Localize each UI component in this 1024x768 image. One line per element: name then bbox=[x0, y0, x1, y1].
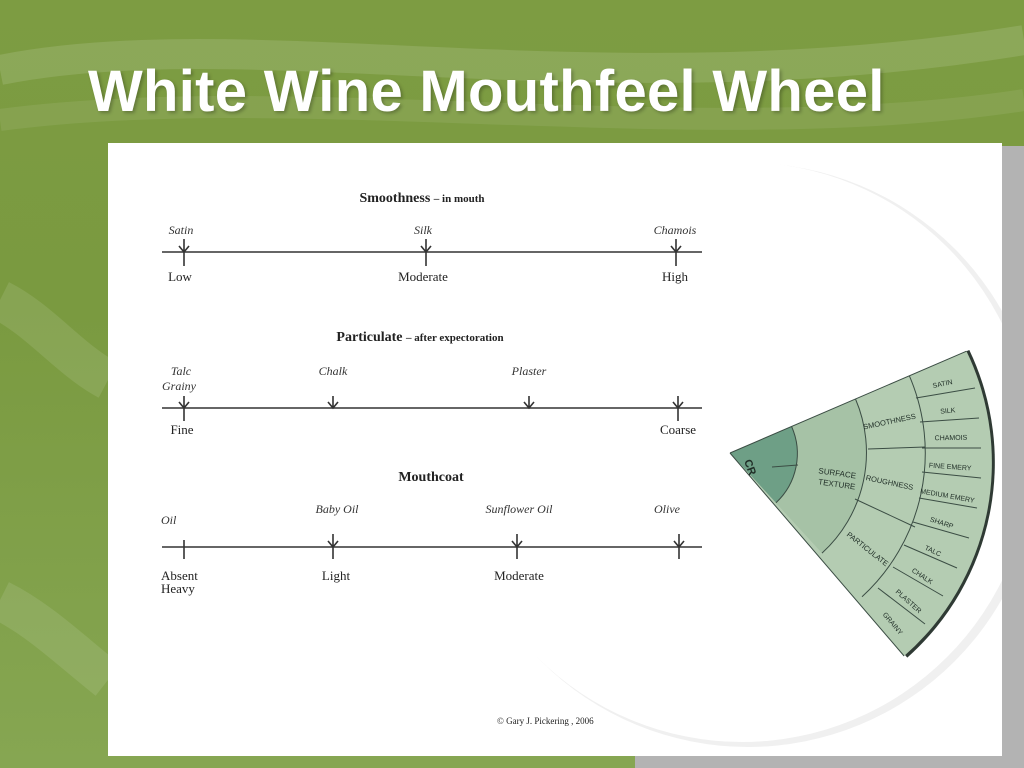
anchor-moderate: Moderate bbox=[398, 269, 448, 284]
wheel-middle-ring bbox=[730, 399, 867, 554]
arrow-talc bbox=[178, 396, 190, 410]
wheel-term-silk: SILK bbox=[940, 407, 956, 416]
smoothness-subtitle: – in mouth bbox=[433, 193, 485, 205]
copyright-note: © Gary J. Pickering , 2006 bbox=[497, 716, 594, 726]
descriptor-talc: Talc bbox=[170, 364, 192, 378]
descriptor-sunflower-oil: Sunflower Oil bbox=[485, 502, 553, 516]
wheel-term-satin: SATIN bbox=[932, 379, 953, 390]
anchor-high: High bbox=[662, 269, 688, 284]
anchor-absent: Absent bbox=[161, 568, 198, 583]
descriptor-oil: Oil bbox=[161, 513, 177, 527]
arrow-olive bbox=[673, 534, 685, 549]
smoothness-title-text: Smoothness bbox=[359, 191, 431, 206]
descriptor-baby-oil: Baby Oil bbox=[315, 502, 359, 516]
anchor-light: Light bbox=[321, 568, 351, 583]
descriptor-silk: Silk bbox=[414, 223, 432, 237]
wheel-inner-ring bbox=[730, 426, 798, 503]
arrow-coarse bbox=[672, 396, 684, 410]
arrow-plaster bbox=[523, 396, 535, 410]
descriptor-chalk: Chalk bbox=[318, 364, 348, 378]
wheel-term-chamois: CHAMOIS bbox=[935, 435, 968, 443]
anchor-coarse: Coarse bbox=[659, 422, 697, 437]
arrow-chalk bbox=[327, 396, 339, 410]
particulate-title: Particulate – after expectoration bbox=[336, 330, 503, 346]
slide-title: White Wine Mouthfeel Wheel bbox=[88, 59, 885, 124]
particulate-title-text: Particulate bbox=[336, 330, 403, 345]
descriptor-olive: Olive bbox=[654, 502, 680, 516]
arrow-baby-oil bbox=[327, 534, 339, 549]
arrow-chamois bbox=[670, 239, 682, 254]
anchor-moderate-coat: Moderate bbox=[494, 568, 544, 583]
mouthcoat-title: Mouthcoat bbox=[398, 470, 464, 485]
arrow-silk bbox=[420, 239, 432, 254]
anchor-heavy: Heavy bbox=[161, 581, 195, 596]
wheel-term-fine-emery: FINE EMERY bbox=[929, 463, 972, 473]
descriptor-satin: Satin bbox=[168, 223, 194, 237]
descriptor-grainy: Grainy bbox=[162, 379, 196, 393]
smoothness-title: Smoothness – in mouth bbox=[359, 191, 484, 207]
anchor-low: Low bbox=[168, 269, 192, 284]
arrow-satin bbox=[178, 239, 190, 254]
wheel-inner-label: CR bbox=[741, 458, 758, 477]
arrow-sunflower-oil bbox=[511, 534, 523, 549]
particulate-subtitle: – after expectoration bbox=[406, 332, 504, 344]
descriptor-plaster: Plaster bbox=[511, 364, 547, 378]
descriptor-chamois: Chamois bbox=[653, 223, 697, 237]
anchor-fine: Fine bbox=[170, 422, 194, 437]
